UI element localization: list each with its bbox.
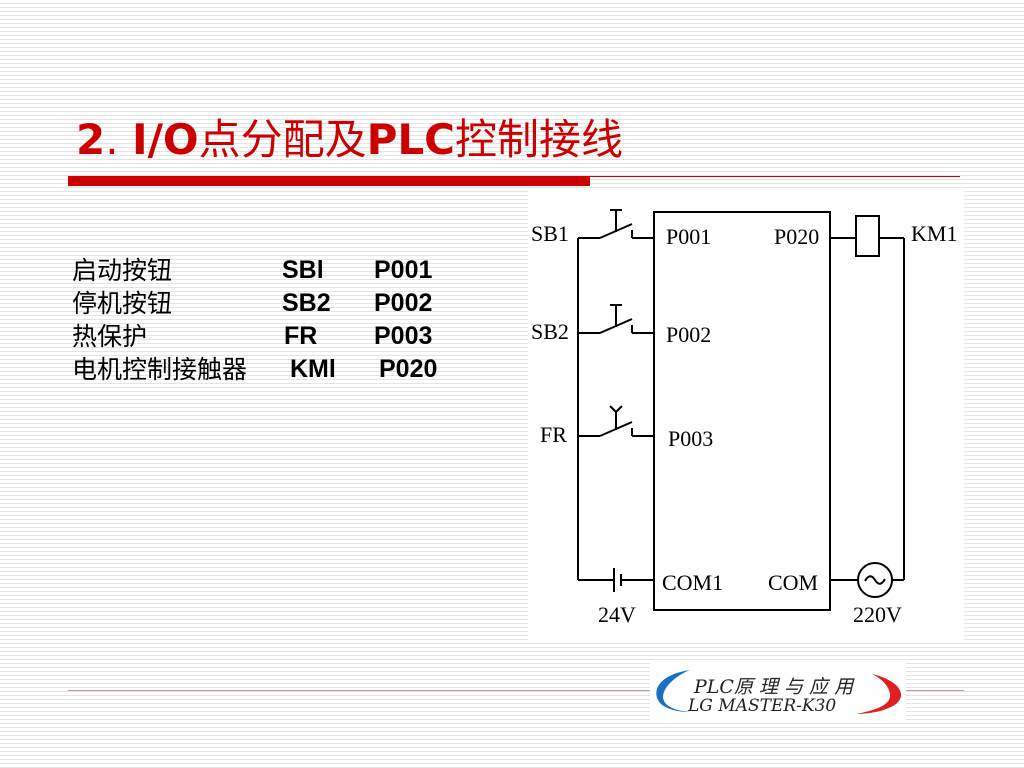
dc-24v-source-symbol <box>578 568 654 592</box>
sb1-pushbutton-symbol <box>578 209 654 239</box>
title-separator: . <box>105 115 132 164</box>
io-function: 电机控制接触器 <box>72 355 248 384</box>
io-function: 停机按钮 <box>72 289 173 318</box>
slide-title: 2. I/O点分配及PLC控制接线 <box>76 112 623 168</box>
wiring-diagram-svg: SB1 SB2 FR KM1 P001 P020 P002 P003 COM1 … <box>531 209 957 627</box>
io-device: FR <box>284 322 318 350</box>
label-p020: P020 <box>774 224 819 249</box>
label-220v: 220V <box>853 602 902 627</box>
label-com: COM <box>768 570 818 595</box>
io-address: P020 <box>379 355 438 383</box>
label-fr: FR <box>540 422 567 447</box>
logo-subtitle: LG MASTER-K30 <box>688 696 837 716</box>
title-underline-rule <box>590 176 960 177</box>
io-address: P003 <box>374 322 433 350</box>
ac-220v-source-symbol <box>830 562 904 598</box>
label-km1: KM1 <box>911 221 957 246</box>
logo-title: PLC原 理 与 应 用 <box>694 676 854 698</box>
label-p003: P003 <box>668 426 713 451</box>
label-sb2: SB2 <box>531 319 569 344</box>
label-p001: P001 <box>666 224 711 249</box>
io-function: 热保护 <box>72 322 148 351</box>
io-function: 启动按钮 <box>72 256 173 285</box>
io-device: KMl <box>290 355 336 383</box>
footer-divider <box>68 690 650 691</box>
plc-wiring-diagram: SB1 SB2 FR KM1 P001 P020 P002 P003 COM1 … <box>528 190 964 640</box>
io-device: SBl <box>282 256 324 284</box>
title-part1: 点分配及 <box>198 115 367 164</box>
label-sb1: SB1 <box>531 221 569 246</box>
logo-swoosh-graphic <box>656 670 902 714</box>
io-device: SB2 <box>282 289 331 317</box>
label-24v: 24V <box>598 602 636 627</box>
io-address: P002 <box>374 289 433 317</box>
label-p002: P002 <box>666 322 711 347</box>
title-underline-bar <box>68 176 590 186</box>
km1-coil-symbol <box>830 215 904 257</box>
plc-unit-box <box>653 211 831 611</box>
label-com1: COM1 <box>662 570 723 595</box>
title-plc: PLC <box>366 115 455 164</box>
sb2-pushbutton-symbol <box>578 304 654 334</box>
course-logo: PLC原 理 与 应 用 LG MASTER-K30 <box>650 660 906 722</box>
title-io: I/O <box>131 115 199 164</box>
footer-divider-right <box>906 690 964 691</box>
io-address: P001 <box>374 256 433 284</box>
fr-thermal-contact-symbol <box>578 405 654 437</box>
title-number: 2 <box>76 115 106 164</box>
title-part2: 控制接线 <box>455 115 624 164</box>
